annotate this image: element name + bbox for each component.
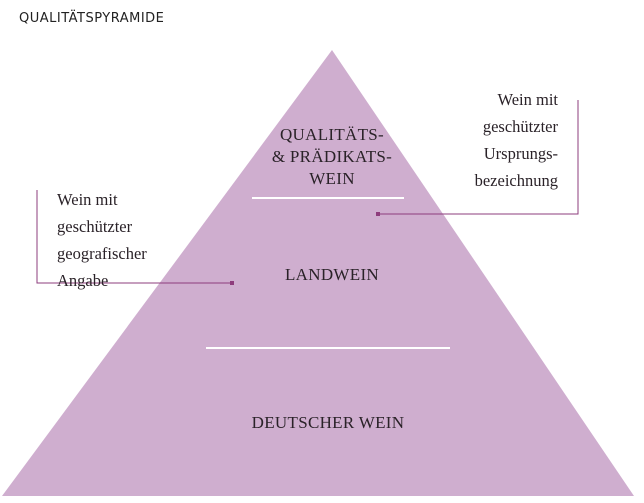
note-line: Angabe <box>57 271 109 290</box>
note-protected-geographic: Wein mit geschützter geografischer Angab… <box>57 186 207 294</box>
callout-dot-left <box>230 281 234 285</box>
note-line: Wein mit <box>497 90 558 109</box>
note-line: Wein mit <box>57 190 118 209</box>
level-quality-predicate-wine: QUALITÄTS- & PRÄDIKATS- WEIN <box>232 124 432 190</box>
level-deutscher-wein: DEUTSCHER WEIN <box>251 413 405 432</box>
level-line: & PRÄDIKATS- <box>271 147 393 166</box>
callout-line-left <box>36 190 232 284</box>
callout-dot-right <box>376 212 380 216</box>
level-line: WEIN <box>309 169 355 188</box>
note-line: geschützter <box>482 117 558 136</box>
callout-line-right <box>379 100 579 215</box>
note-line: Ursprungs- <box>483 144 558 163</box>
diagram-title: QUALITÄTSPYRAMIDE <box>19 11 165 26</box>
note-line: geschützter <box>57 217 133 236</box>
note-line: geografischer <box>57 244 147 263</box>
note-line: bezeichnung <box>474 171 558 190</box>
level-line: QUALITÄTS- <box>279 125 385 144</box>
level-landwein: LANDWEIN <box>285 265 379 284</box>
pyramid-shape <box>2 50 634 496</box>
note-protected-origin: Wein mit geschützter Ursprungs- bezeichn… <box>440 86 558 194</box>
